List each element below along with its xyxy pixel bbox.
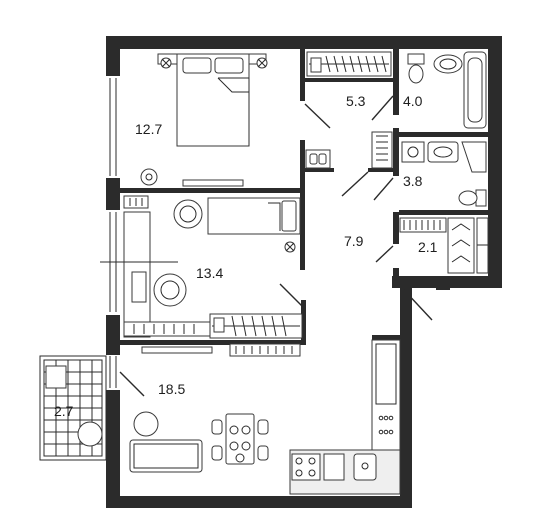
plant-icon (140, 168, 158, 186)
lamp-icon (160, 57, 172, 69)
bedroom-furniture (140, 53, 331, 187)
room-area-kids-room: 13.4 (196, 265, 223, 281)
balcony-plant-icon (77, 421, 103, 447)
dining-table (225, 413, 255, 465)
exterior-walls (106, 36, 502, 508)
room-area-wc: 3.8 (403, 173, 423, 189)
room-area-hall: 7.9 (344, 233, 364, 249)
sofa (129, 439, 203, 473)
monitor (131, 271, 147, 303)
lamp-icon (256, 57, 268, 69)
washbasin (433, 54, 463, 74)
bathroom-fixtures (407, 51, 487, 129)
stove (291, 453, 321, 481)
kids-bookshelf (123, 321, 211, 337)
balcony (39, 355, 107, 461)
toilet-tank (407, 53, 425, 65)
wc-fixtures (371, 131, 487, 207)
tall-cabinets (371, 339, 401, 451)
lamp-icon (284, 241, 296, 253)
interior-walls (120, 49, 488, 345)
area-labels: 12.7 5.3 4.0 3.8 7.9 2.1 13.4 18.5 2.7 (54, 93, 438, 419)
wc-washbasin (401, 141, 425, 163)
wc-sink (427, 141, 459, 163)
room-area-closet: 2.1 (418, 239, 438, 255)
room-area-living-kitchen: 18.5 (158, 381, 185, 397)
room-area-wardrobe: 5.3 (346, 93, 366, 109)
wc-toilet (458, 190, 478, 206)
shower-tray (461, 141, 487, 173)
room-area-balcony: 2.7 (54, 403, 74, 419)
room-area-bedroom: 12.7 (135, 121, 162, 137)
plant-pot-icon (133, 411, 159, 437)
closet-fixtures (399, 217, 489, 274)
wardrobe-rack (306, 51, 392, 77)
doors (100, 95, 433, 397)
living-kitchen-furniture (129, 339, 401, 495)
kitchen-sink (353, 453, 377, 481)
tv-stand (141, 346, 213, 354)
desk-chair (153, 273, 187, 307)
kids-room-furniture (123, 195, 303, 339)
toilet-bowl (408, 64, 424, 84)
bedroom-shelf (182, 179, 244, 187)
balcony-chair (45, 365, 67, 389)
armchair (173, 199, 203, 229)
room-area-bathroom: 4.0 (403, 93, 423, 109)
living-shelf (229, 343, 301, 357)
